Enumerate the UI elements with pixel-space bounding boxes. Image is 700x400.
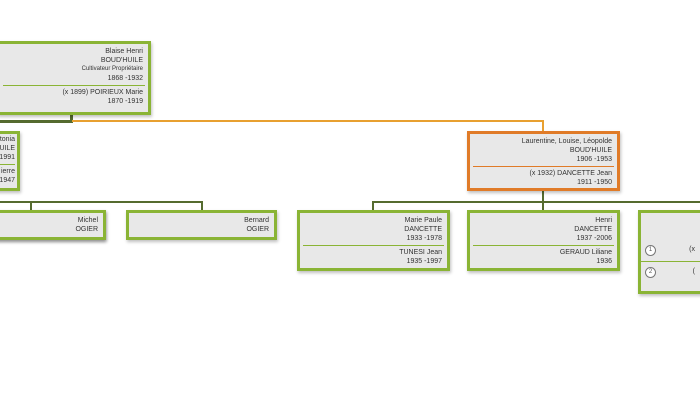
child-surname: OGIER xyxy=(246,226,269,233)
child-given: Michel xyxy=(77,217,98,224)
spouse-dates: 1935 -1997 xyxy=(406,258,442,265)
person-dates: 1868 -1932 xyxy=(107,75,143,82)
partial-text-5: 1947 xyxy=(0,177,15,184)
person-dates: 1906 -1953 xyxy=(576,156,612,163)
right-child-stem-2 xyxy=(542,201,544,211)
left-child-stem-2 xyxy=(201,201,203,211)
child-surname: DANCETTE xyxy=(574,226,612,233)
left-children-bar xyxy=(0,201,203,203)
child-surname: OGIER xyxy=(75,226,98,233)
right-children-bar xyxy=(372,201,700,203)
partial-text-4: ierre xyxy=(0,168,15,175)
child-given: Marie Paule xyxy=(404,217,442,224)
child-card-marie-paule[interactable]: Marie Paule DANCETTE 1933 -1978 TUNESI J… xyxy=(297,210,450,271)
card-divider xyxy=(3,85,145,86)
root-to-featured-line xyxy=(72,120,544,122)
right-child-stem-1 xyxy=(372,201,374,211)
card-divider xyxy=(473,166,614,167)
spouse-fragment-2: ( xyxy=(692,268,695,275)
child-given: Bernard xyxy=(244,217,269,224)
child-card-henri[interactable]: Henri DANCETTE 1937 -2006 GERAUD Liliane… xyxy=(467,210,620,271)
spouse-line: TUNESI Jean xyxy=(399,249,442,256)
person-surname: BOUD'HUILE xyxy=(569,147,612,154)
left-child-stem-1 xyxy=(30,201,32,211)
card-divider xyxy=(0,164,15,165)
person-surname: BOUD'HUILE xyxy=(100,57,143,64)
child-card-michel[interactable]: Michel OGIER xyxy=(0,210,106,240)
person-card-featured[interactable]: Laurentine, Louise, Léopolde BOUD'HUILE … xyxy=(467,131,620,191)
marriage-number-1-icon: 1 xyxy=(645,245,656,256)
partial-text-2: UILE xyxy=(0,145,15,152)
child-surname: DANCETTE xyxy=(404,226,442,233)
child-dates: 1933 -1978 xyxy=(406,235,442,242)
child-card-right-partial[interactable]: 1 (x 2 ( xyxy=(638,210,700,294)
spouse-dates: 1936 xyxy=(596,258,612,265)
person-card-left-partial[interactable]: tonia UILE 1991 ierre 1947 xyxy=(0,131,20,191)
person-given-name: Blaise Henri xyxy=(105,48,143,55)
person-card-root[interactable]: Blaise Henri BOUD'HUILE Cultivateur Prop… xyxy=(0,41,151,115)
spouse-line: (x 1899) POIRIEUX Marie xyxy=(62,89,143,96)
card-divider xyxy=(303,245,444,246)
person-occupation: Cultivateur Propriétaire xyxy=(81,66,143,72)
left-branch-line xyxy=(0,120,73,123)
featured-children-stem xyxy=(542,190,544,202)
child-dates: 1937 -2006 xyxy=(576,235,612,242)
spouse-line: (x 1932) DANCETTE Jean xyxy=(529,170,612,177)
root-stem-line xyxy=(70,113,73,123)
spouse-line: GERAUD Liliane xyxy=(559,249,612,256)
card-divider xyxy=(473,245,614,246)
child-given: Henri xyxy=(595,217,612,224)
card-divider xyxy=(641,261,700,262)
partial-text-3: 1991 xyxy=(0,154,15,161)
partial-text-1: tonia xyxy=(0,136,15,143)
child-card-bernard[interactable]: Bernard OGIER xyxy=(126,210,277,240)
spouse-dates: 1911 -1950 xyxy=(577,179,612,186)
featured-drop-line xyxy=(542,120,544,132)
spouse-fragment-1: (x xyxy=(689,246,695,253)
spouse-dates: 1870 -1919 xyxy=(107,98,143,105)
person-given-name: Laurentine, Louise, Léopolde xyxy=(521,138,612,145)
marriage-number-2-icon: 2 xyxy=(645,267,656,278)
